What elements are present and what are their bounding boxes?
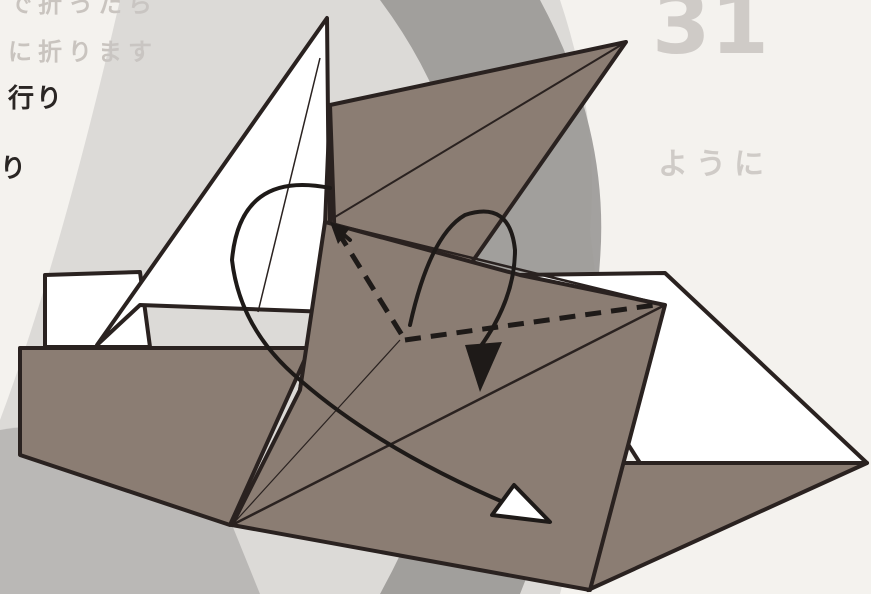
fold-instruction-text: 行り — [8, 86, 64, 112]
fold-instruction-text-2: り — [0, 156, 28, 182]
paper-right-lower-colored — [588, 463, 867, 590]
